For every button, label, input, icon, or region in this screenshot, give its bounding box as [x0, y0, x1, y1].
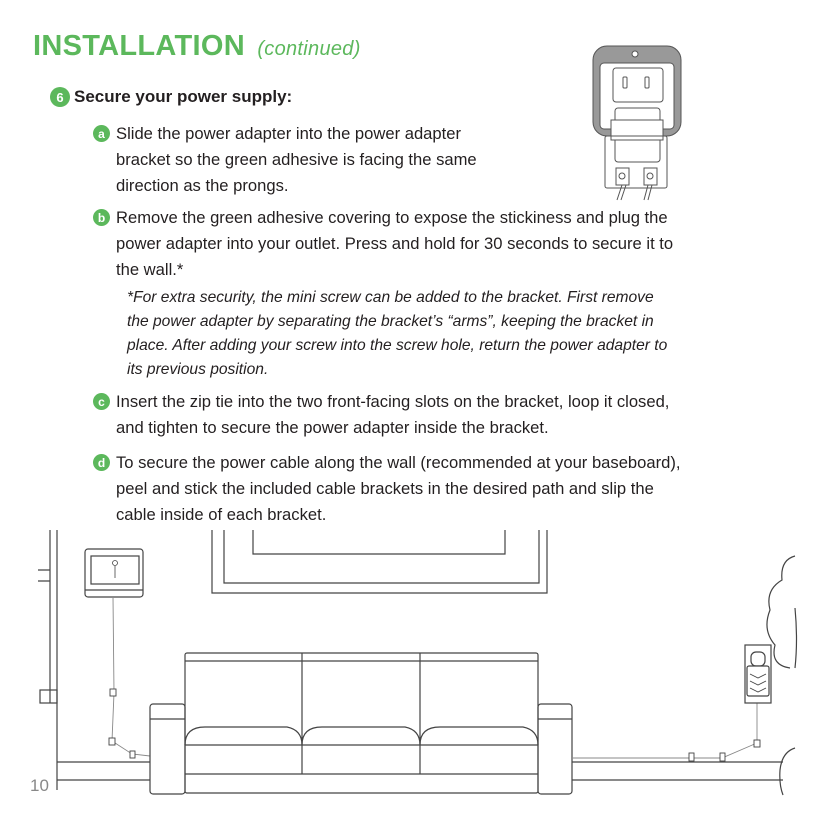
substep-badge: b	[93, 209, 110, 226]
right-cable	[572, 703, 761, 762]
text-line: *For extra security, the mini screw can …	[127, 289, 654, 306]
left-cable	[108, 596, 151, 759]
power-adapter-bracket-illustration	[592, 45, 682, 201]
text-line: Insert the zip tie into the two front-fa…	[116, 392, 670, 411]
step-label: Secure your power supply:	[74, 87, 293, 106]
plant-bush	[766, 555, 798, 796]
wall-edge	[38, 530, 58, 790]
picture-frame	[211, 530, 548, 594]
text-line: place. After adding your screw into the …	[127, 337, 668, 354]
text-line: power adapter into your outlet. Press an…	[116, 234, 674, 253]
text-line: bracket so the green adhesive is facing …	[116, 150, 477, 169]
room-scene-illustration	[38, 530, 798, 796]
page-title: INSTALLATION (continued)	[33, 30, 361, 62]
security-note: *For extra security, the mini screw can …	[127, 286, 806, 382]
text-line: the wall.*	[116, 260, 184, 279]
step-heading: 6 Secure your power supply:	[50, 87, 292, 107]
baseboard	[57, 761, 783, 781]
text-line: the power adapter by separating the brac…	[127, 313, 654, 330]
substep-a: a Slide the power adapter into the power…	[93, 121, 477, 199]
substep-badge: d	[93, 454, 110, 471]
wall-outlet-with-adapter	[744, 644, 772, 704]
text-line: cable inside of each bracket.	[116, 505, 327, 524]
text-line: and tighten to secure the power adapter …	[116, 418, 549, 437]
substep-d: d To secure the power cable along the wa…	[93, 450, 681, 528]
text-line: To secure the power cable along the wall…	[116, 453, 681, 472]
text-line: peel and stick the included cable bracke…	[116, 479, 654, 498]
title-suffix: (continued)	[257, 38, 361, 60]
sofa	[149, 652, 573, 795]
text-line: its previous position.	[127, 361, 269, 378]
thermostat	[84, 548, 144, 598]
text-line: Remove the green adhesive covering to ex…	[116, 208, 668, 227]
substep-b: b Remove the green adhesive covering to …	[93, 205, 674, 283]
substep-badge: a	[93, 125, 110, 142]
page-number: 10	[30, 776, 49, 795]
text-line: Slide the power adapter into the power a…	[116, 124, 462, 143]
text-line: direction as the prongs.	[116, 176, 289, 195]
substep-c: c Insert the zip tie into the two front-…	[93, 389, 670, 441]
step-number-badge: 6	[50, 87, 70, 107]
substep-badge: c	[93, 393, 110, 410]
